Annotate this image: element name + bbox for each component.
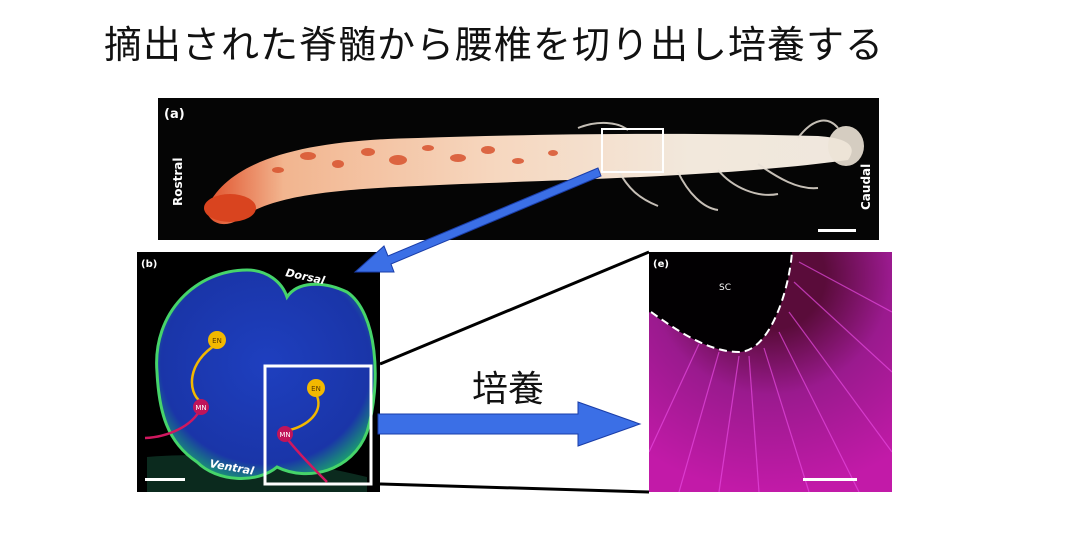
culture-image-panel: (e) SC <box>649 252 892 492</box>
en-label-right: EN <box>311 385 321 393</box>
rostral-label: Rostral <box>171 158 185 207</box>
slide-title: 摘出された脊髄から腰椎を切り出し培養する <box>104 23 885 67</box>
panel-b-label: (b) <box>141 259 157 270</box>
mn-label-left: MN <box>195 404 206 412</box>
sc-label: SC <box>719 283 731 293</box>
cross-section-panel: (b) Dorsal Ventral EN MN EN MN <box>137 252 380 492</box>
panel-a-label: (a) <box>164 107 185 122</box>
culture-label: 培養 <box>472 369 545 410</box>
zoom-line-bottom <box>379 482 650 494</box>
spinal-cord-photo-panel: (a) Rostral Caudal <box>158 98 879 240</box>
arrow-b-to-e <box>377 401 642 447</box>
caudal-label: Caudal <box>859 164 873 210</box>
panel-e-label: (e) <box>653 259 669 270</box>
en-label-left: EN <box>212 337 222 345</box>
zoom-line-top <box>379 250 650 366</box>
mn-label-right: MN <box>279 431 290 439</box>
arrow-a-to-b <box>353 167 602 273</box>
